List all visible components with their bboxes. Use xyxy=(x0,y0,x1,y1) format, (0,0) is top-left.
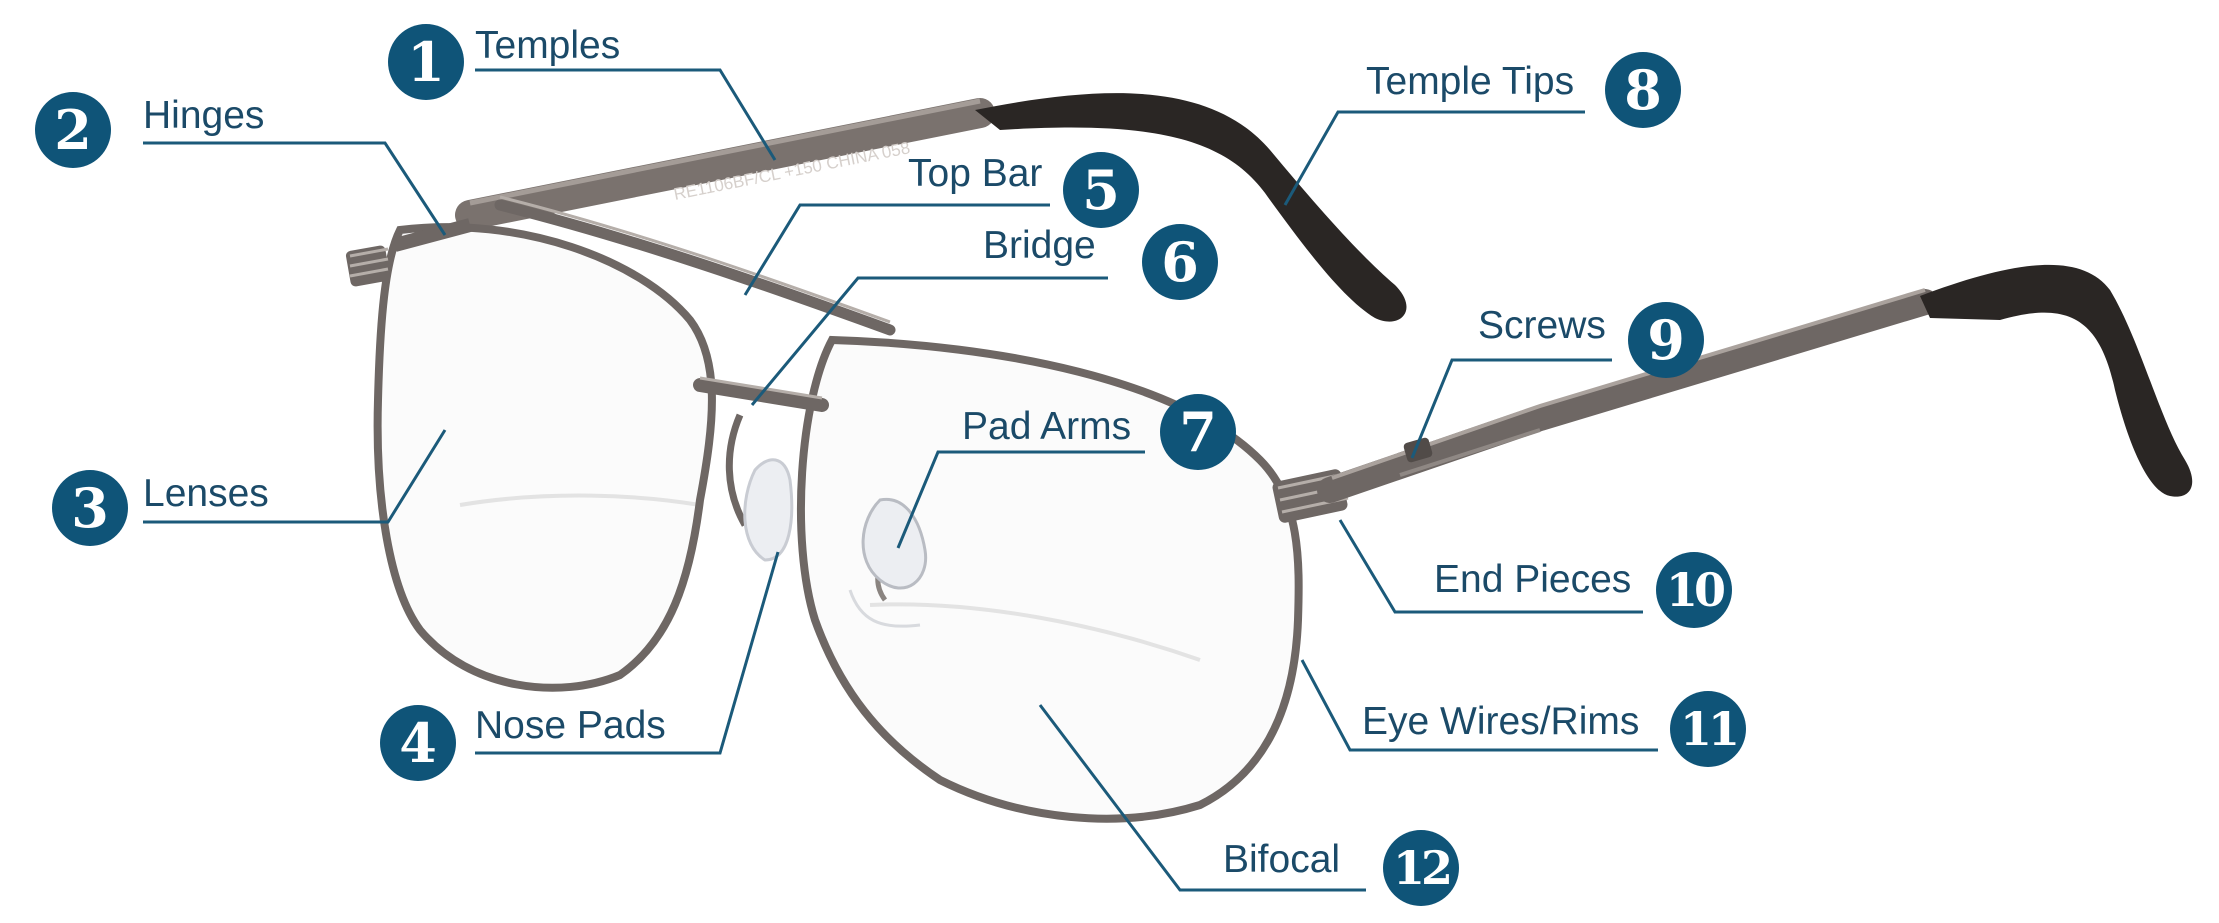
left-end-piece xyxy=(345,218,472,287)
callout-number-12: 12 xyxy=(1383,830,1459,906)
leader-line-2 xyxy=(143,141,447,236)
callout-label-9: Screws xyxy=(1478,304,1606,347)
left-lens-glass xyxy=(377,227,712,688)
callout-number-1: 1 xyxy=(388,24,464,100)
leader-line-8 xyxy=(1283,110,1585,206)
leader-line-6 xyxy=(750,276,1108,406)
callout-number-10: 10 xyxy=(1656,552,1732,628)
callout-number-3: 3 xyxy=(52,470,128,546)
callout-label-12: Bifocal xyxy=(1223,838,1341,881)
leader-line-12 xyxy=(1038,704,1366,892)
leader-line-9 xyxy=(1410,358,1612,459)
screw xyxy=(1403,437,1433,463)
callout-label-7: Pad Arms xyxy=(962,405,1132,448)
leader-line-10 xyxy=(1338,519,1643,614)
far-temple-tip xyxy=(975,93,1407,322)
callout-label-8: Temple Tips xyxy=(1366,60,1575,103)
leader-line-3 xyxy=(143,429,447,524)
callout-number-7: 7 xyxy=(1160,394,1236,470)
leader-line-5 xyxy=(743,203,1050,296)
callout-number-4: 4 xyxy=(380,705,456,781)
left-eye-wire xyxy=(373,223,716,692)
callout-number-6: 6 xyxy=(1142,224,1218,300)
callout-number-11: 11 xyxy=(1670,691,1746,767)
callout-number-9: 9 xyxy=(1628,302,1704,378)
callout-number-2: 2 xyxy=(35,92,111,168)
near-temple-tip xyxy=(1920,264,2193,497)
near-temple xyxy=(1317,288,1938,503)
leader-line-11 xyxy=(1300,659,1658,752)
callout-label-2: Hinges xyxy=(143,94,265,137)
callout-label-6: Bridge xyxy=(983,224,1096,267)
callout-label-1: Temples xyxy=(475,24,621,67)
left-bifocal-segment xyxy=(459,493,701,507)
leader-line-4 xyxy=(475,551,780,755)
callout-label-11: Eye Wires/Rims xyxy=(1362,700,1640,743)
top-bar xyxy=(494,195,896,336)
leader-line-7 xyxy=(896,450,1145,549)
callout-label-3: Lenses xyxy=(143,472,269,515)
right-bifocal-segment xyxy=(869,602,1201,662)
nose-pad-left xyxy=(725,413,794,562)
callout-label-10: End Pieces xyxy=(1434,558,1632,601)
callout-number-8: 8 xyxy=(1605,52,1681,128)
callout-label-5: Top Bar xyxy=(908,152,1043,195)
callout-label-4: Nose Pads xyxy=(475,704,666,747)
callout-number-5: 5 xyxy=(1063,152,1139,228)
leader-line-1 xyxy=(475,68,777,161)
